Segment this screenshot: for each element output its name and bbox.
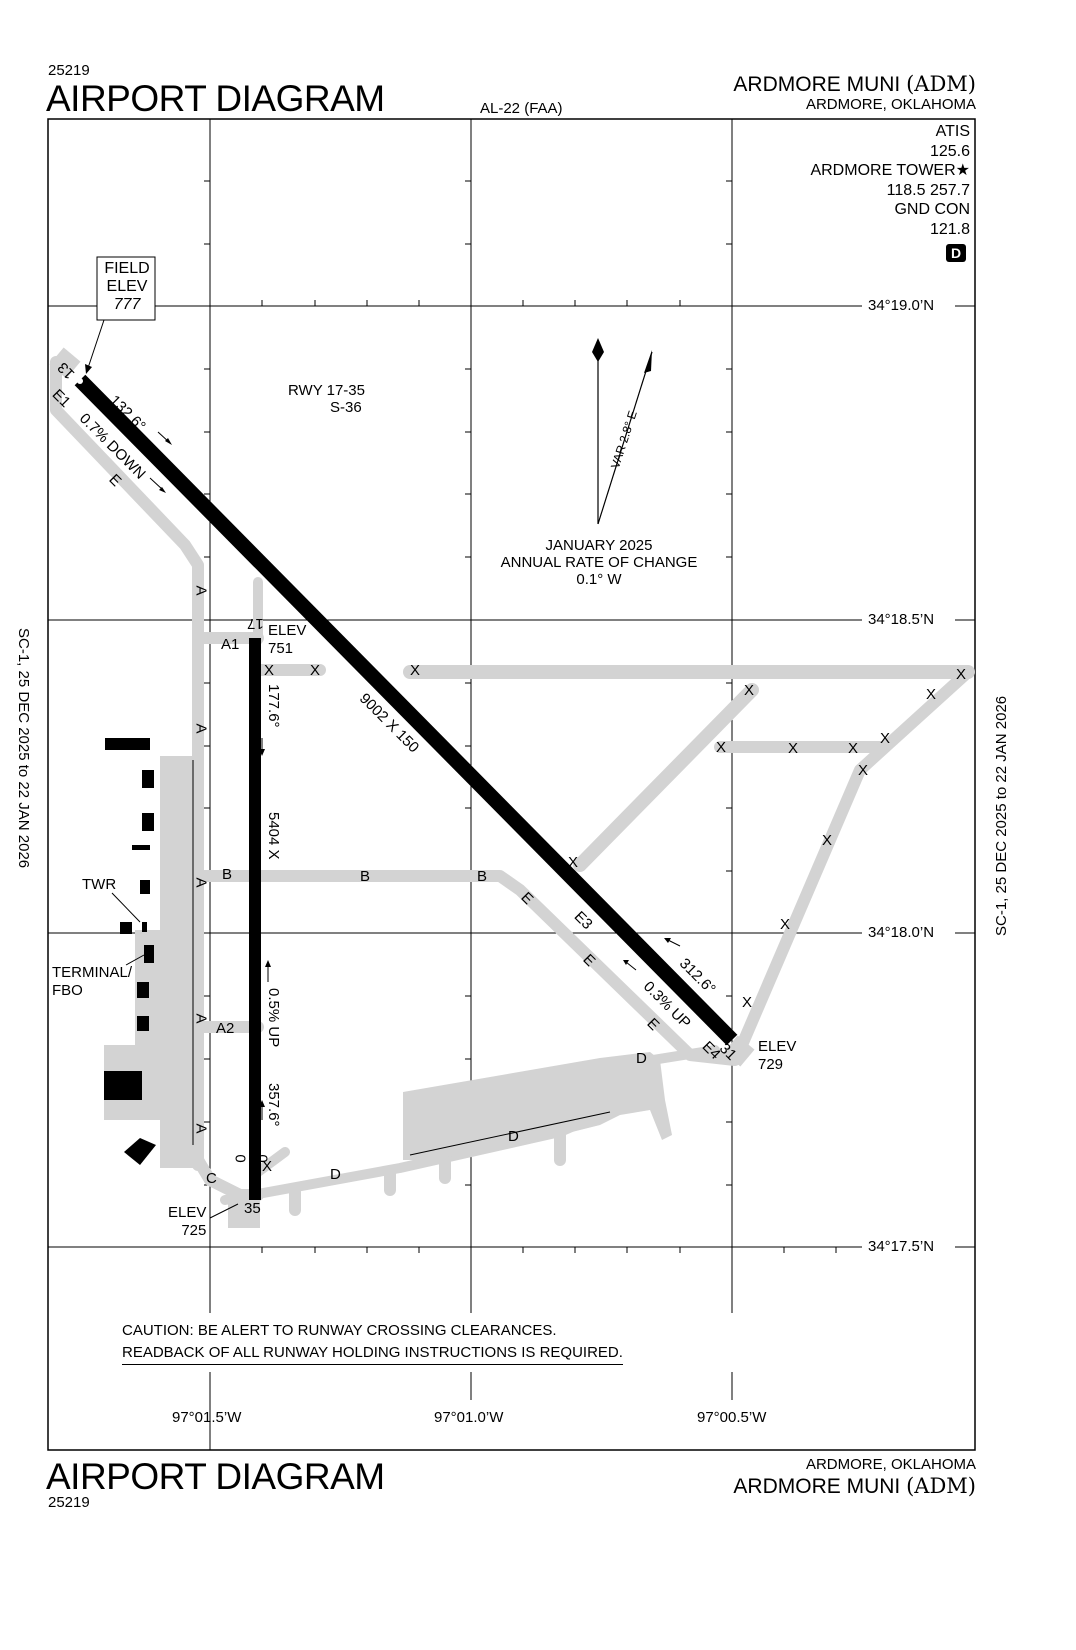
rwy-35-elev: ELEV 725 (168, 1204, 207, 1239)
closed-x-4: X (956, 666, 967, 683)
chart-frame (47, 118, 976, 1451)
buildings (104, 738, 156, 1165)
rwy-17-elev: ELEV 751 (268, 622, 307, 657)
page-title-bottom: AIRPORT DIAGRAM (46, 1456, 385, 1497)
airport-name-bottom: ARDMORE MUNI (ADM) (733, 1474, 976, 1498)
rwy-1735-strength-block: RWY 17-35 S-36 (288, 382, 365, 416)
chart-id-top: 25219 (48, 62, 90, 79)
twr-label: TWR (82, 876, 117, 893)
closed-x-6: X (926, 686, 937, 703)
closed-x-11: X (858, 762, 869, 779)
taxiway-a-label-5: A (192, 1123, 210, 1134)
rwy-17-35-dims: 5404 X (265, 812, 282, 860)
closed-x-10: X (880, 730, 891, 747)
rwy-35-heading: 357.6° (265, 1083, 282, 1127)
closed-x-14: X (780, 916, 791, 933)
airport-name-top: ARDMORE MUNI (ADM) (733, 72, 976, 96)
location-bottom: ARDMORE, OKLAHOMA (805, 1456, 976, 1473)
rwy-17-end: 17 (247, 615, 264, 632)
chart-id-bottom: 25219 (48, 1494, 90, 1511)
left-margin-note: SC-1, 25 DEC 2025 to 22 JAN 2026 (15, 628, 32, 869)
north-arrow-icon (592, 338, 653, 525)
lat-label-2: 34°18.5’N (868, 611, 935, 628)
field-elev-box (96, 256, 156, 321)
taxiway-b-label-3: B (477, 868, 488, 885)
lat-label-1: 34°19.0’N (868, 297, 935, 314)
taxiway-d-label-1: D (330, 1166, 341, 1183)
closed-x-9: X (848, 740, 859, 757)
lon-label-2: 97°01.0’W (434, 1409, 504, 1426)
taxiway-c-label: C (206, 1170, 217, 1187)
location-top: ARDMORE, OKLAHOMA (805, 96, 976, 113)
terminal-label: TERMINAL/ FBO (52, 964, 133, 999)
taxiway-d-label-2: D (508, 1128, 519, 1145)
taxiway-a-label-4: A (192, 1013, 210, 1024)
lon-label-1: 97°01.5’W (172, 1409, 242, 1426)
closed-x-1: X (264, 662, 275, 679)
caution-note: CAUTION: BE ALERT TO RUNWAY CROSSING CLE… (122, 1320, 623, 1365)
taxiway-closed-3 (573, 683, 759, 872)
taxiway-b-e (192, 870, 741, 1066)
hold-mark-0: 0 (231, 1154, 249, 1163)
closed-x-7: X (716, 739, 727, 756)
field-elev-label: FIELD ELEV 777 (104, 260, 150, 313)
lon-label-3: 97°00.5’W (697, 1409, 767, 1426)
west-apron (160, 756, 194, 1168)
rwy-17-heading: 177.6° (265, 684, 282, 728)
taxiway-a1-label: A1 (221, 636, 240, 653)
rwy-31-elev: ELEV 729 (758, 1038, 797, 1073)
class-d-badge: D (946, 244, 966, 262)
closed-x-8: X (788, 740, 799, 757)
lat-label-4: 34°17.5’N (868, 1238, 935, 1255)
taxiway-b-label-2: B (360, 868, 371, 885)
comms-block: ATIS 125.6 ARDMORE TOWER★ 118.5 257.7 GN… (810, 123, 970, 238)
right-margin-note: SC-1, 25 DEC 2025 to 22 JAN 2026 (993, 695, 1010, 936)
south-apron (403, 1052, 672, 1160)
chart-code: AL-22 (FAA) (480, 100, 563, 117)
closed-x-15: X (742, 994, 753, 1011)
field-elev-point (77, 378, 83, 384)
taxiway-b-label-1: B (222, 866, 233, 883)
closed-x-13: X (568, 854, 579, 871)
closed-x-5: X (744, 682, 755, 699)
taxiway-a-label-1: A (192, 585, 210, 596)
taxiway-a-label-2: A (192, 723, 210, 734)
taxiway-d-spur (253, 1147, 290, 1177)
closed-x-3: X (410, 662, 421, 679)
taxiway-d-label-3: D (636, 1050, 647, 1067)
taxiway-a2-label: A2 (216, 1020, 235, 1037)
page-title-top: AIRPORT DIAGRAM (46, 78, 385, 119)
closed-x-16: X (262, 1158, 273, 1175)
closed-x-2: X (310, 662, 321, 679)
taxiway-closed-5 (736, 666, 974, 1051)
runway-13-31 (74, 374, 738, 1046)
lat-label-3: 34°18.0’N (868, 924, 935, 941)
taxiway-a-label-3: A (192, 877, 210, 888)
mag-rate-block: JANUARY 2025 ANNUAL RATE OF CHANGE 0.1° … (500, 537, 698, 588)
closed-x-12: X (822, 832, 833, 849)
rwy-35-slope: 0.5% UP (265, 988, 282, 1048)
rwy-35-end: 35 (244, 1200, 261, 1217)
rwy-17-35-width: 100 (245, 910, 262, 936)
